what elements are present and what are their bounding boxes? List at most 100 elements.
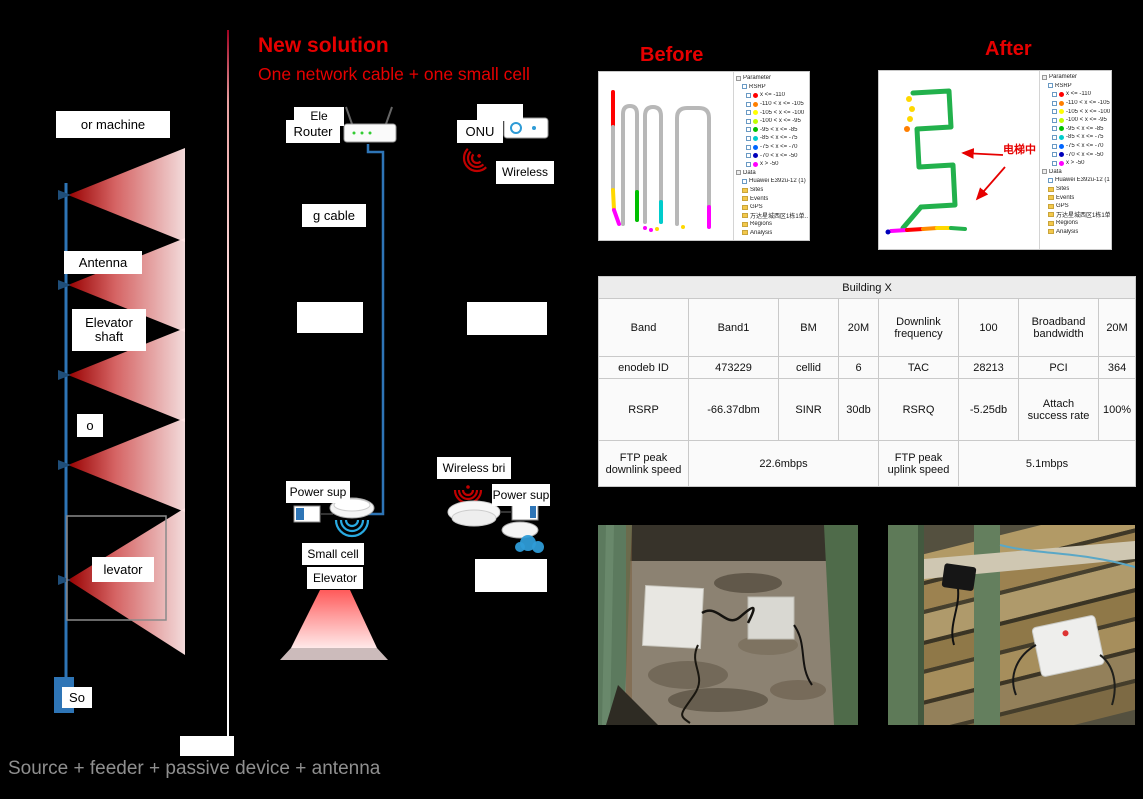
- color-dot-icon: [1059, 126, 1064, 132]
- legend-row: Analysis: [1042, 228, 1110, 237]
- legend-text: -75 < x <= -70: [1066, 143, 1104, 150]
- color-dot-icon: [753, 118, 758, 124]
- photo-machine-room-floor: [598, 525, 858, 725]
- legend-row: Data: [1042, 168, 1110, 177]
- expander-icon: [1042, 74, 1047, 80]
- color-dot-icon: [753, 92, 758, 98]
- table-cell: -66.37dbm: [688, 378, 779, 441]
- color-dot-icon: [1059, 91, 1064, 97]
- legend-text: -95 < x <= -85: [1066, 125, 1104, 132]
- before-drive-trace: [611, 90, 711, 232]
- table-cell: PCI: [1018, 356, 1099, 379]
- table-cell: 364: [1097, 356, 1137, 379]
- legend-text: 万达星城西区1栋1单...: [750, 214, 808, 221]
- legend-text: -70 < x <= -50: [760, 152, 798, 159]
- legend-text: -105 < x <= -100: [1066, 108, 1110, 115]
- new-solution-subtitle: One network cable + one small cell: [258, 64, 530, 84]
- folder-icon: [1048, 186, 1054, 192]
- table-cell: Downlink frequency: [878, 298, 959, 357]
- folder-icon: [1048, 212, 1054, 218]
- old-solution-caption: Source + feeder + passive device + anten…: [8, 758, 381, 779]
- small-cell-device-b: [501, 521, 544, 553]
- checkbox-icon: [1052, 160, 1057, 166]
- legend-row: -70 < x <= -50: [736, 151, 808, 160]
- table-cell: TAC: [878, 356, 959, 379]
- table-cell: cellid: [778, 356, 839, 379]
- checkbox-icon: [1052, 152, 1057, 158]
- color-dot-icon: [753, 161, 758, 167]
- legend-row: Analysis: [736, 229, 808, 238]
- folder-icon: [742, 196, 748, 202]
- color-dot-icon: [753, 135, 758, 141]
- elevator-light-beam: [280, 590, 388, 660]
- annotation-arrows: [961, 148, 1006, 201]
- folder-icon: [742, 221, 748, 227]
- photo-wooden-installation: [888, 525, 1135, 725]
- label-antenna: Antenna: [64, 251, 142, 274]
- legend-row: 万达星城西区1栋1单...: [736, 212, 808, 221]
- label-elevator-car: levator: [92, 557, 154, 582]
- legend-text: -100 < x <= -95: [1066, 117, 1107, 124]
- checkbox-icon: [746, 101, 751, 107]
- legend-row: Sites: [736, 186, 808, 195]
- legend-text: Sites: [1056, 186, 1070, 193]
- folder-icon: [1048, 203, 1054, 209]
- checkbox-icon: [746, 135, 751, 141]
- legend-row: GPS: [1042, 202, 1110, 211]
- legend-row: -85 < x <= -75: [736, 134, 808, 143]
- label-wireless: Wireless: [496, 161, 554, 184]
- legend-row: x <= -110: [1042, 90, 1110, 99]
- legend-row: -100 < x <= -95: [1042, 116, 1110, 125]
- label-power-supply-b: Power sup: [492, 484, 550, 506]
- legend-row: Huawei E392u-12 (1): [736, 177, 808, 186]
- legend-text: 万达星城西区1栋1单...: [1056, 213, 1110, 220]
- color-dot-icon: [753, 127, 758, 133]
- legend-row: x > -50: [1042, 159, 1110, 168]
- legend-text: Sites: [750, 187, 764, 194]
- legend-row: x > -50: [736, 160, 808, 169]
- legend-row: -70 < x <= -50: [1042, 150, 1110, 159]
- color-dot-icon: [1059, 100, 1064, 106]
- blank-label-top-b: [477, 104, 523, 121]
- legend-row: -100 < x <= -95: [736, 117, 808, 126]
- legend-row: Events: [736, 194, 808, 203]
- color-dot-icon: [753, 110, 758, 116]
- checkbox-icon: [746, 161, 751, 167]
- folder-icon: [1048, 229, 1054, 235]
- legend-text: -100 < x <= -95: [760, 118, 801, 125]
- table-cell: RSRQ: [878, 378, 959, 441]
- table-cell: 22.6mbps: [688, 440, 879, 487]
- folder-icon: [742, 230, 748, 236]
- legend-row: Parameter: [736, 74, 808, 83]
- color-dot-icon: [753, 153, 758, 159]
- checkbox-icon: [746, 92, 751, 98]
- legend-row: -95 < x <= -85: [736, 126, 808, 135]
- label-router: Router: [286, 120, 340, 143]
- table-cell: 100: [958, 298, 1019, 357]
- checkbox-icon: [1052, 91, 1057, 97]
- folder-icon: [742, 213, 748, 219]
- legend-text: Analysis: [1056, 228, 1079, 235]
- checkbox-icon: [746, 144, 751, 150]
- after-drive-trace: [885, 88, 1006, 235]
- wifi-blue-icon-a: [334, 519, 370, 538]
- legend-text: -85 < x <= -75: [1066, 134, 1104, 141]
- legend-text: RSRP: [749, 83, 766, 90]
- label-small-cell: Small cell: [302, 543, 364, 565]
- in-elevator-annotation: 电梯中: [1003, 144, 1036, 156]
- legend-row: -105 < x <= -100: [736, 108, 808, 117]
- legend-text: Data: [743, 169, 756, 176]
- checkbox-icon: [746, 127, 751, 133]
- checkbox-icon: [1052, 143, 1057, 149]
- cable-arrows: [58, 190, 71, 585]
- legend-text: Huawei E392u-12 (1): [749, 178, 806, 185]
- checkbox-icon: [1052, 134, 1057, 140]
- table-cell: 20M: [1097, 298, 1137, 357]
- checkbox-icon: [746, 110, 751, 116]
